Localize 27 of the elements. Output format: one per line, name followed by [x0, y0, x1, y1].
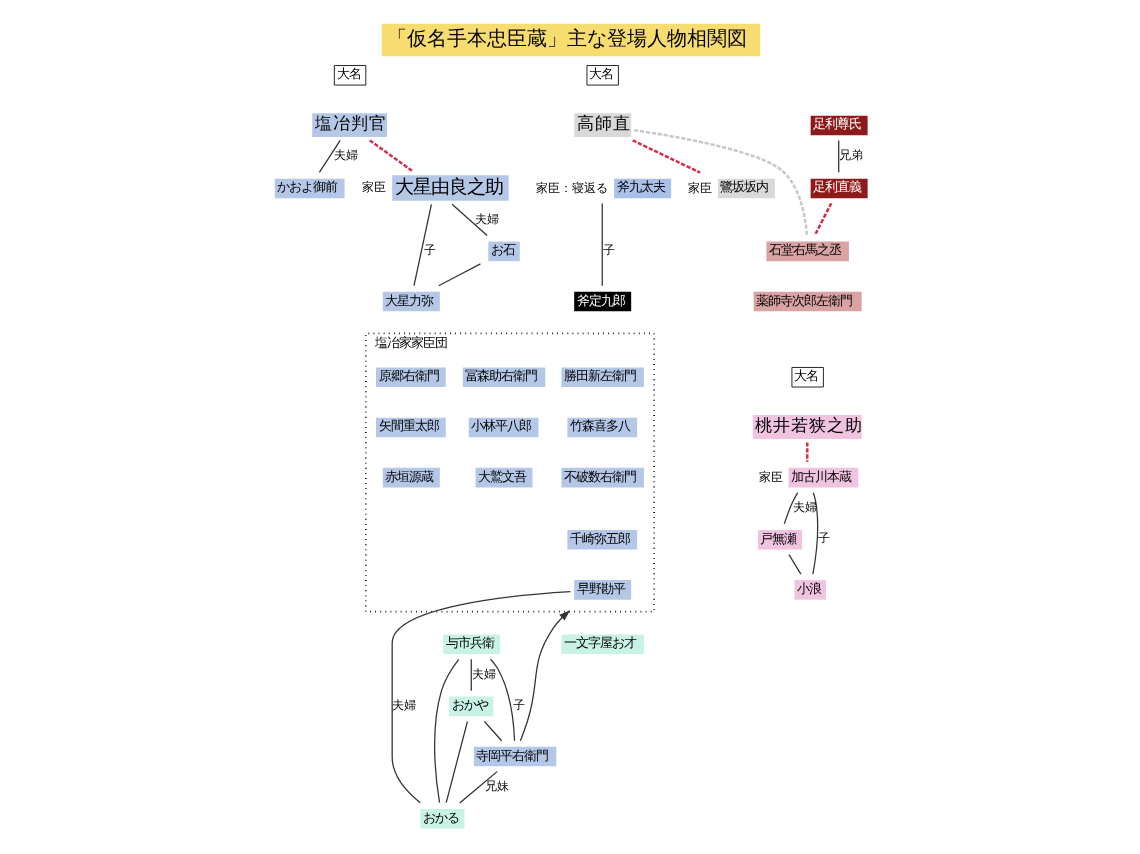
connector [317, 139, 340, 173]
arrow [518, 610, 570, 742]
diagram-title: 「仮名手本忠臣蔵」主な登場人物相関図 [386, 29, 747, 52]
connector [437, 263, 481, 287]
connector [811, 492, 818, 575]
connector [787, 554, 801, 575]
connector [450, 203, 487, 237]
node-box: 桃井若狭之助 [751, 415, 861, 439]
connector [390, 591, 570, 804]
connector [469, 658, 471, 692]
connector [488, 658, 515, 742]
connector [600, 202, 602, 287]
connector [804, 442, 808, 462]
connector [812, 202, 832, 236]
connector [633, 128, 808, 236]
node-box: 塩冶判官 [311, 113, 387, 137]
connector [412, 203, 432, 287]
node-box: 大星由良之助 [391, 175, 508, 201]
connector [631, 139, 700, 174]
connector [444, 720, 468, 804]
connector [458, 771, 497, 804]
connector [837, 139, 839, 173]
connector [782, 492, 798, 525]
connector [433, 658, 459, 804]
connector [368, 139, 413, 173]
node-box: 高師直 [573, 113, 631, 137]
connector [482, 720, 502, 742]
